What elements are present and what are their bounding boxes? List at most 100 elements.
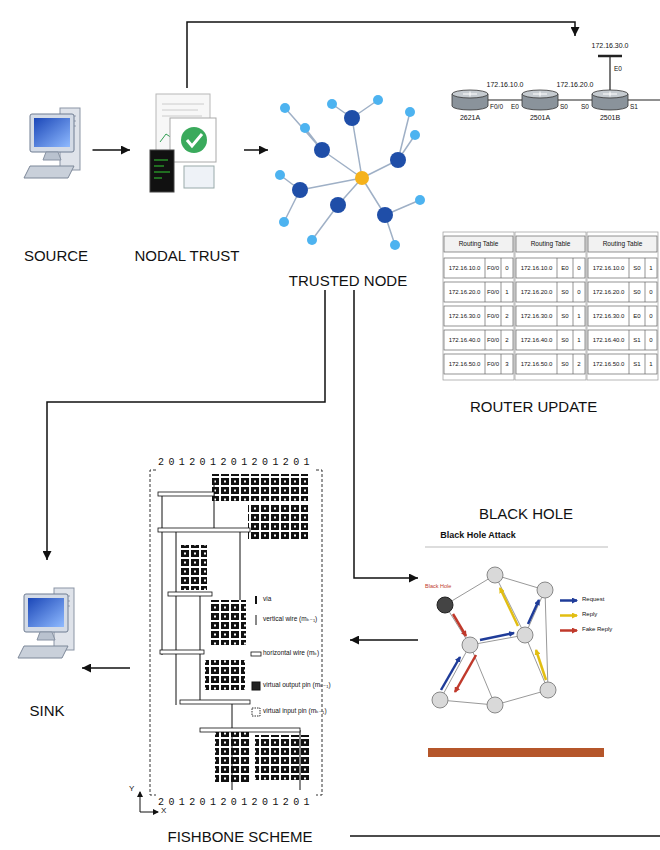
network-graph-icon	[314, 142, 330, 158]
figure-label: S0	[561, 289, 568, 295]
label-holder: 172.16.50.0	[521, 361, 553, 367]
network-graph-icon	[377, 207, 393, 223]
nodal-trust-icon	[181, 127, 207, 153]
flow-arrow	[82, 667, 130, 669]
black-hole-illustration	[560, 614, 577, 617]
nodal-trust-icon	[162, 104, 204, 116]
figure-label: 2501A	[530, 114, 550, 121]
label-holder: F0/0	[487, 289, 499, 295]
figure-label: 172.16.40.0	[521, 337, 553, 343]
fishbone-routing-figure	[205, 660, 245, 690]
nodal-trust-icon	[154, 160, 170, 178]
figure-label: 1	[649, 361, 652, 367]
network-graph-icon	[275, 170, 285, 180]
legend-entry: Fake Reply	[582, 626, 612, 633]
label-holder: S0	[560, 104, 568, 111]
label-holder: S1	[630, 104, 638, 111]
figure-label: Routing Table	[459, 240, 499, 247]
legend-text: via	[263, 595, 271, 603]
figure-label: 0	[505, 265, 508, 271]
figure-label: 1	[577, 337, 580, 343]
router-topology	[522, 90, 558, 110]
figure-label: 172.16.10.0	[487, 81, 524, 88]
fishbone-routing-figure	[158, 492, 214, 496]
label-holder: 172.16.30.0	[593, 313, 625, 319]
legend-entry: via	[263, 595, 271, 603]
router-topology	[452, 56, 660, 110]
routing-table	[443, 232, 658, 380]
label-holder: 2501A	[530, 114, 550, 121]
figure-label: 172.16.20.0	[557, 81, 594, 88]
fishbone-routing-figure	[158, 528, 250, 532]
label-holder: Routing Table	[531, 241, 571, 248]
network-graph-icon	[355, 171, 369, 185]
fishbone-routing-figure	[158, 492, 300, 732]
label-holder: 172.16.40.0	[593, 337, 625, 343]
label-holder: 2	[505, 313, 508, 319]
black-hole-illustration	[517, 627, 533, 643]
flow-arrow	[350, 639, 418, 641]
fishbone-routing-figure	[255, 735, 310, 780]
black-hole-illustration	[500, 588, 518, 626]
legend-entry: vertical wire (mₖ₋₁)	[263, 615, 317, 623]
fishbone-routing-figure	[212, 474, 308, 501]
legend-entry: virtual input pin (mₖ₋₁)	[263, 707, 327, 715]
fishbone-routing-figure	[251, 652, 261, 656]
flow-arrow	[93, 149, 131, 151]
label-holder: 172.16.20.0	[557, 81, 594, 88]
label-holder: 172.16.30.0	[449, 313, 481, 319]
figure-label: 2621A	[460, 114, 480, 121]
figure-label: 172.16.20.0	[521, 289, 553, 295]
label-holder: F0/0	[487, 361, 499, 367]
node-label: SOURCE	[24, 247, 88, 265]
label-holder: 2621A	[460, 114, 480, 121]
figure-label: F0/0	[487, 265, 499, 271]
label-holder: 172.16.10.0	[593, 265, 625, 271]
figure-label: F0/0	[490, 103, 503, 110]
label-holder: 172.16.10.0	[487, 81, 524, 88]
black-hole-illustration	[487, 697, 503, 713]
figure-label: 1	[649, 265, 652, 271]
figure-node: TRUSTED NODE	[268, 95, 428, 290]
figure-label: Routing Table	[531, 240, 571, 247]
network-graph-icon	[344, 110, 360, 126]
routing-table	[587, 232, 658, 380]
network-graph-icon	[410, 130, 420, 140]
label-holder: S1	[633, 361, 640, 367]
label-holder: 0	[649, 337, 652, 343]
routing-table	[515, 232, 586, 380]
legend-text: Fake Reply	[582, 626, 612, 633]
figure-label: 172.16.40.0	[449, 337, 481, 343]
label-holder: 172.16.50.0	[449, 361, 481, 367]
router-topology	[592, 90, 628, 110]
node-label: ROUTER UPDATE	[470, 398, 597, 416]
figure-label: F0/0	[487, 313, 499, 319]
label-holder: 201201201201201	[158, 797, 314, 808]
black-hole-illustration	[455, 655, 476, 692]
black-hole-illustration	[487, 567, 503, 583]
figure-label: S1	[630, 103, 638, 110]
figure-label: 172.16.20.0	[593, 289, 625, 295]
label-holder: S0	[561, 361, 568, 367]
label-holder: Black Hole Attack	[440, 531, 516, 540]
figure-label: Black Hole Attack	[440, 530, 516, 540]
figure-node: ROUTER UPDATE	[440, 36, 658, 416]
label-holder: S0	[561, 337, 568, 343]
network-graph-icon	[390, 152, 406, 168]
label-holder: 1	[505, 289, 508, 295]
router-topology	[452, 90, 488, 110]
legend-text: virtual output pin (mₖ₋₁)	[263, 681, 331, 689]
label-holder: 0	[577, 265, 580, 271]
legend-text: virtual input pin (mₖ₋₁)	[263, 707, 327, 715]
figure-label: F0/0	[487, 337, 499, 343]
figure-label: Y	[129, 784, 134, 793]
network-graph-icon	[292, 182, 308, 198]
label-holder: S0	[561, 313, 568, 319]
nodal-trust-icon	[150, 150, 174, 192]
figure-label: E0	[614, 65, 622, 72]
label-holder: 172.16.10.0	[521, 265, 553, 271]
figure-label: X	[161, 806, 166, 815]
figure-label: 2	[577, 361, 580, 367]
